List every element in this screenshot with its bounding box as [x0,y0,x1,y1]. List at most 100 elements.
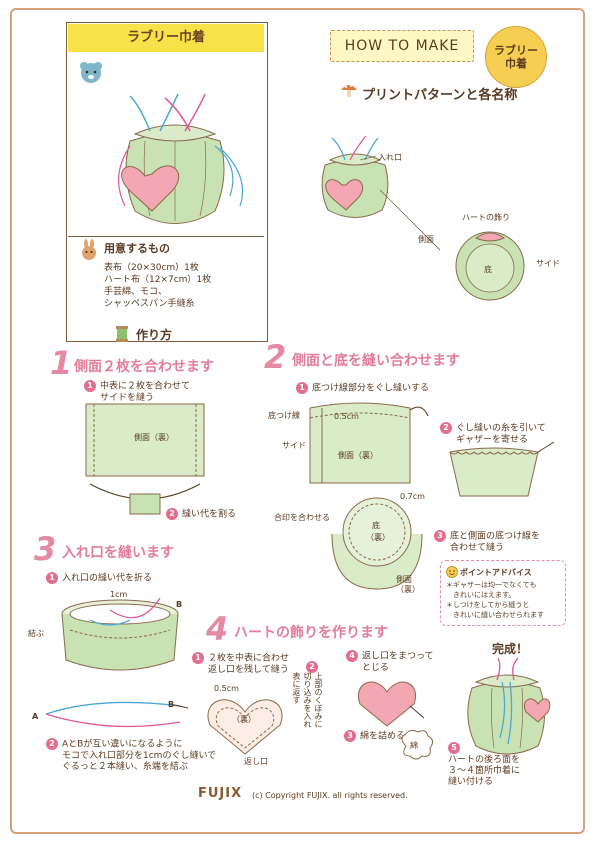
step1-title: 側面２枚を合わせます [74,359,214,375]
step4-label-opening: 返し口 [244,757,268,766]
materials-item: ハート布（12×7cm）1枚 [104,275,212,285]
step2-sub3-badge: 3 [434,530,446,542]
materials-item: 表布（20×30cm）1枚 [104,263,199,273]
step3-sub1-badge: 1 [46,572,58,584]
bear-icon [80,62,102,83]
step4-sub2-line1: 上部のくぼみに [314,672,323,728]
step3-sub1: 1 入れ口の縫い代を折る [46,572,152,585]
step3-needle-illustration [45,701,189,728]
step2-sub3-line2: 合わせて縫う [450,542,505,553]
pattern-label-side-en: サイド [536,259,560,268]
advice-box [440,560,566,626]
pattern-label-side: 側面 [418,235,434,244]
step1-sub1-badge: 1 [84,380,96,392]
step4-sub1-badge: 1 [192,652,204,664]
step2-label-side2b: （裏） [396,585,420,594]
pattern-bottom-circle [455,231,525,301]
step4-sub2-line2: 切り込みを入れ [303,672,312,728]
step3-sub2-badge: 2 [46,738,58,750]
bag-illustration [117,93,244,224]
step2-bottom-illustration [331,497,423,590]
materials-title: 用意するもの [104,242,170,255]
page-title: ラブリー巾着 [126,30,205,45]
how-to-make-label: HOW TO MAKE [330,30,474,62]
step4-sub4-line2: とじる [362,662,390,673]
step3-number: 3 [34,530,57,568]
step2-sub2-line2: ギャザーを寄せる [456,434,529,445]
step4-sub5-badge: 5 [448,742,460,754]
advice-line: ＊ギャザーは均一でなくても [446,581,537,589]
pattern-bag-illustration [321,135,389,218]
brand-logo: FUJIX [198,786,243,801]
step4-sub1-line1: ２枚を中表に合わせ [208,653,290,664]
finished-bag-illustration [467,657,551,755]
step3-label-A: A [32,712,39,721]
step4-sub3-text: 綿を詰める [360,731,406,742]
step4-label-cotton: 綿 [410,741,418,750]
spool-icon [116,326,128,342]
step1-sub2-badge: 2 [166,508,178,520]
materials-divider [68,236,264,237]
step4-filled-heart [357,681,425,727]
step4-label-05: 0.5cm [214,684,239,693]
step2-label-side: サイド [282,441,306,450]
step2-sub3-line1: 底と側面の底つけ線を [450,531,541,542]
advice-line: きれいにはえます。 [446,591,516,599]
copyright-text: (c) Copyright FUJIX. all rights reserved… [252,791,408,800]
pattern-label-heart: ハートの飾り [462,213,510,222]
step3-ring-illustration [61,597,179,671]
step4-heart-outline [207,699,283,755]
pattern-title: プリントパターンと各名称 [362,88,518,103]
rabbit-icon [82,239,96,260]
product-badge-line1: ラブリー [494,44,538,57]
step2-label-side2: 側面 [396,575,412,584]
advice-line: きれいに縫い合わせられます [446,611,544,619]
method-title: 作り方 [136,328,173,342]
step3-sub1-text: 入れ口の縫い代を折る [62,573,153,584]
step2-label-bottom: 底 [372,521,380,530]
step2-label-align: 合印を合わせる [274,513,330,522]
product-badge-line2: 巾着 [505,57,527,70]
materials-list: 表布（20×30cm）1枚 ハート布（12×7cm）1枚 手芸綿、モコ、 シャッ… [104,262,211,310]
step2-sub2: 2 ぐし縫いの糸を引いて ギャザーを寄せる [440,422,546,446]
step1-fabric-label: 側面（裏） [134,433,174,442]
step2-sub2-badge: 2 [440,422,452,434]
materials-item: シャッペスパン手縫糸 [104,299,195,309]
mushroom-icon [341,85,357,97]
step4-sub5-line1: ハートの後ろ面を [448,754,521,765]
cotton-icon [401,729,434,760]
step4-sub2-badge-wrap: 2 [306,656,322,675]
step2-gather-illustration [449,441,555,497]
step4-sub4-badge: 4 [346,650,358,662]
step2-label-line: 底つけ線 [268,411,300,420]
step4-sub2-vertical: 上部のくぼみに 切り込みを入れ 表に返す [292,672,323,728]
smile-icon [446,566,458,578]
step1-sub2-text: 縫い代を割る [182,509,237,520]
step4-number: 4 [206,610,229,648]
materials-item: 手芸綿、モコ、 [104,287,168,297]
step4-sub5-line3: 縫い付ける [448,776,494,787]
step3-sub2-line1: AとBが互い違いになるように [62,739,183,750]
step2-sub1: 1 底つけ線部分をぐし縫いする [296,382,429,395]
step3-label-1cm: 1cm [110,590,128,599]
step4-sub2-line3: 表に返す [292,672,301,704]
step4-sub4-line1: 返し口をまつって [362,651,434,662]
step2-sub1-badge: 1 [296,382,308,394]
step4-label-back: （裏） [232,715,256,724]
step3-title: 入れ口を縫います [62,545,174,561]
advice-title: ポイントアドバイス [460,568,532,577]
title-band [68,24,264,52]
step1-number: 1 [50,344,73,382]
step4-sub5-line2: ３～４箇所巾着に [448,765,521,776]
done-label: 完成！ [492,642,529,656]
step2-sub1-text: 底つけ線部分をぐし縫いする [312,383,430,394]
step2-label-measure: 0.5cm [334,412,359,421]
step1-sub2: 2 縫い代を割る [166,508,236,521]
page-frame [10,8,585,834]
step4-sub2-badge: 2 [306,660,318,673]
step2-sub2-line1: ぐし縫いの糸を引いて [456,423,546,434]
step4-title: ハートの飾りを作ります [234,625,388,641]
